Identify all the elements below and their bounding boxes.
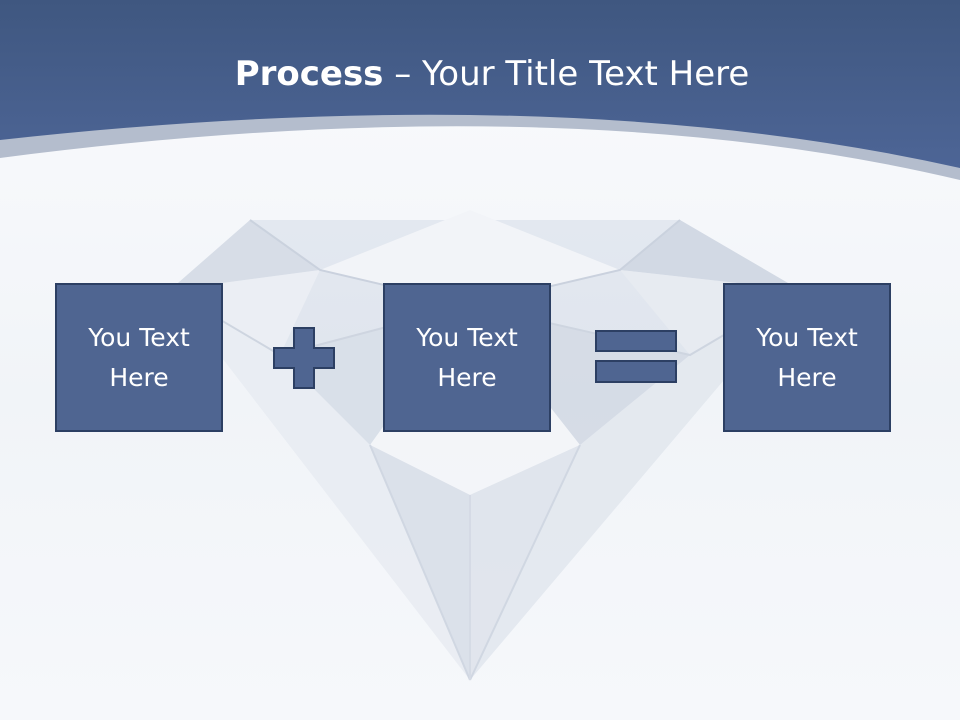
plus-icon (273, 327, 335, 389)
equals-icon (595, 330, 677, 383)
title-rest: – Your Title Text Here (383, 54, 750, 94)
header-band (0, 0, 960, 180)
process-box-2[interactable]: You Text Here (383, 283, 551, 432)
process-box-3[interactable]: You Text Here (723, 283, 891, 432)
process-box-2-label: You Text Here (416, 322, 518, 392)
process-box-1-label: You Text Here (88, 322, 190, 392)
title-bold: Process (234, 54, 384, 94)
process-box-1[interactable]: You Text Here (55, 283, 223, 432)
process-box-3-label: You Text Here (756, 322, 858, 392)
diamond-image (170, 210, 800, 681)
slide-title: Process – Your Title Text Here (0, 50, 960, 98)
